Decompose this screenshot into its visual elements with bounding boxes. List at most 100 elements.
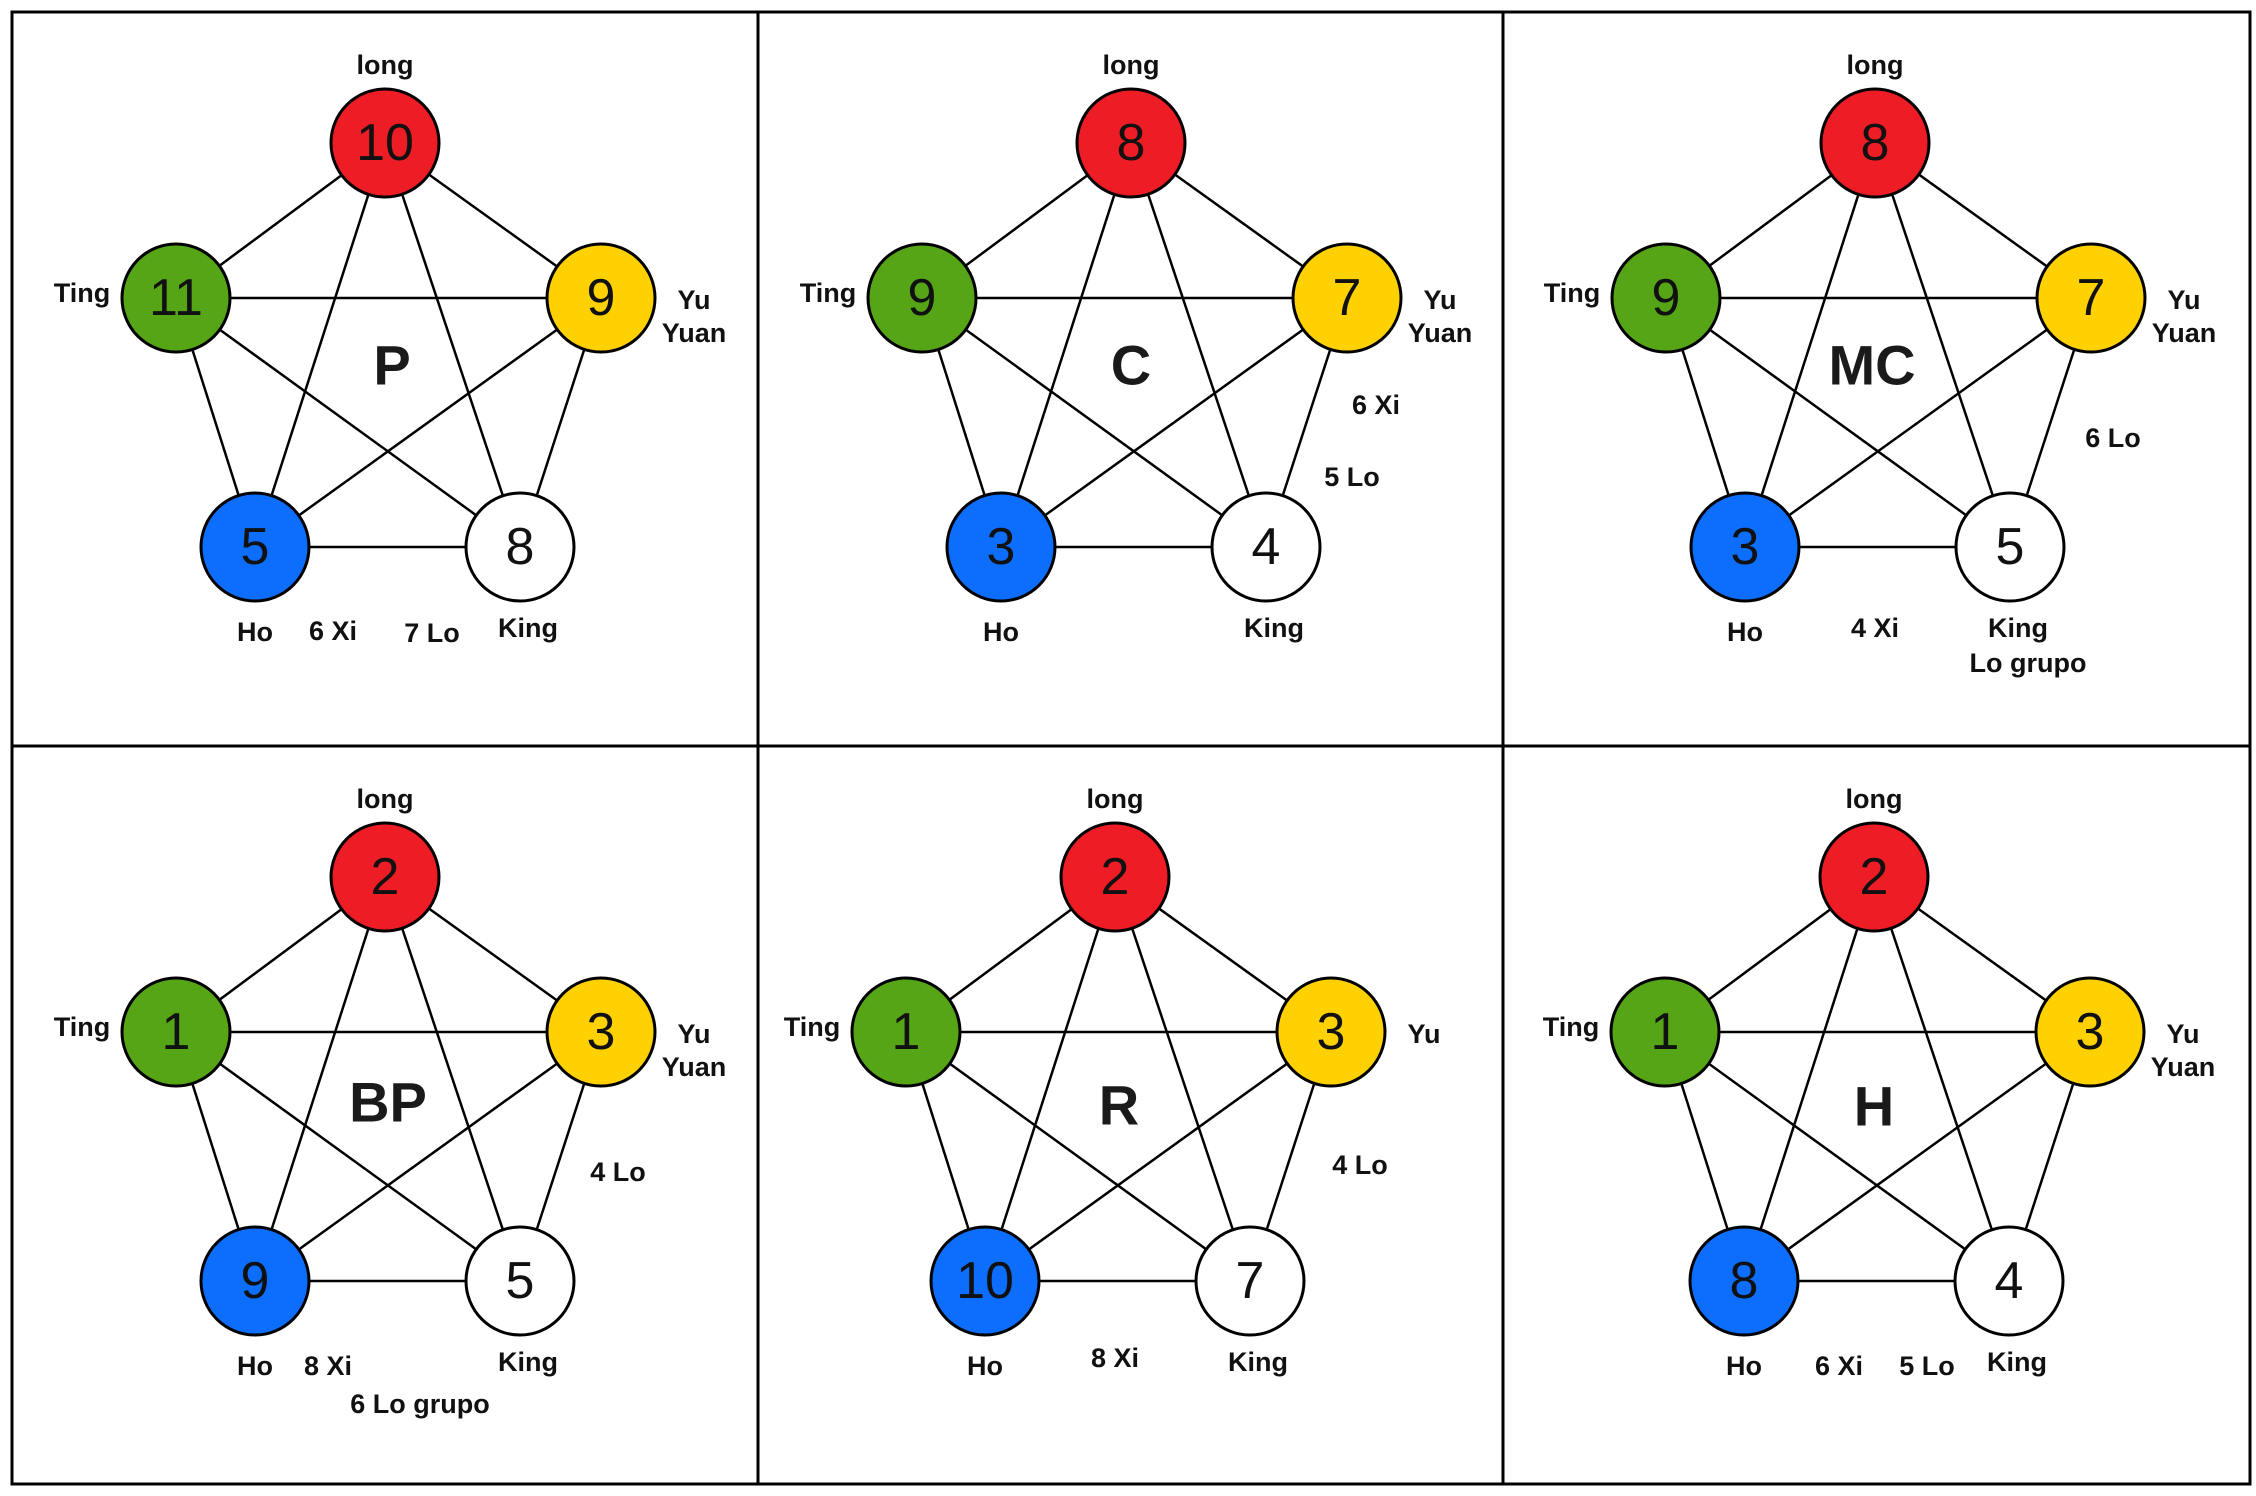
annotation-3: 6 Lo grupo bbox=[350, 1389, 489, 1419]
annotation-1: 6 Xi bbox=[1352, 390, 1400, 420]
node-bottom-right-value: 4 bbox=[1995, 1252, 2024, 1310]
label-bottom-right: King bbox=[1988, 613, 2048, 643]
label-left: Ting bbox=[800, 278, 857, 308]
label-bottom-left: Ho bbox=[1727, 617, 1763, 647]
node-bottom-left-value: 3 bbox=[1731, 518, 1760, 576]
node-right: 3 bbox=[1275, 976, 1387, 1088]
node-top: 10 bbox=[329, 87, 441, 199]
node-right-value: 7 bbox=[2077, 269, 2106, 327]
label-top: long bbox=[1103, 50, 1160, 80]
node-right-value: 9 bbox=[587, 269, 616, 327]
node-top-value: 2 bbox=[1860, 848, 1889, 906]
label-top: long bbox=[357, 784, 414, 814]
label-top: long bbox=[1087, 784, 1144, 814]
node-left: 11 bbox=[120, 242, 232, 354]
annotation-2: 5 Lo bbox=[1899, 1351, 1955, 1381]
label-bottom-right: King bbox=[1244, 613, 1304, 643]
annotation-3: Lo grupo bbox=[1970, 648, 2087, 678]
node-left: 1 bbox=[120, 976, 232, 1088]
node-bottom-right-value: 8 bbox=[506, 518, 535, 576]
node-bottom-right: 4 bbox=[1210, 491, 1322, 603]
node-left-value: 9 bbox=[1652, 269, 1681, 327]
label-bottom-left: Ho bbox=[983, 617, 1019, 647]
label-right-2: Yuan bbox=[662, 1052, 727, 1082]
node-top-value: 10 bbox=[356, 114, 414, 172]
label-right-1: Yu bbox=[677, 1019, 710, 1049]
label-right-1: Yu bbox=[1407, 1019, 1440, 1049]
node-bottom-left-value: 3 bbox=[987, 518, 1016, 576]
node-left-value: 1 bbox=[162, 1003, 191, 1061]
node-top: 2 bbox=[329, 821, 441, 933]
label-bottom-left: Ho bbox=[237, 617, 273, 647]
label-left: Ting bbox=[1543, 1012, 1600, 1042]
node-bottom-left-value: 8 bbox=[1730, 1252, 1759, 1310]
label-right-1: Yu bbox=[677, 285, 710, 315]
node-top: 2 bbox=[1818, 821, 1930, 933]
label-bottom-right: King bbox=[498, 613, 558, 643]
label-left: Ting bbox=[784, 1012, 841, 1042]
annotation-1: 6 Lo bbox=[2085, 423, 2141, 453]
node-bottom-right-value: 7 bbox=[1236, 1252, 1265, 1310]
node-bottom-right: 7 bbox=[1194, 1225, 1306, 1337]
panel-h: 2 1 3 8 4 H long Ting Yu Yuan Ho King 6 … bbox=[1543, 784, 2216, 1381]
center-label: R bbox=[1099, 1074, 1139, 1137]
node-left: 1 bbox=[1609, 976, 1721, 1088]
node-left-value: 1 bbox=[892, 1003, 921, 1061]
label-top: long bbox=[1847, 50, 1904, 80]
annotation-1: 6 Xi bbox=[309, 616, 357, 646]
center-label: H bbox=[1854, 1075, 1894, 1138]
panel-r: 2 1 3 10 7 R long Ting Yu Ho King 4 Lo 8… bbox=[784, 784, 1441, 1381]
annotation-2: 5 Lo bbox=[1324, 462, 1380, 492]
node-bottom-left-value: 5 bbox=[241, 518, 270, 576]
node-right-value: 3 bbox=[1317, 1003, 1346, 1061]
center-label: BP bbox=[349, 1071, 427, 1134]
node-right: 9 bbox=[545, 242, 657, 354]
node-bottom-right: 5 bbox=[464, 1225, 576, 1337]
label-bottom-left: Ho bbox=[967, 1351, 1003, 1381]
label-right-1: Yu bbox=[2167, 285, 2200, 315]
node-left: 9 bbox=[1610, 242, 1722, 354]
node-bottom-left: 3 bbox=[1689, 491, 1801, 603]
node-top: 8 bbox=[1819, 87, 1931, 199]
center-label: MC bbox=[1828, 334, 1915, 397]
panel-p: 10 11 9 5 8 P long Ting Yu Yuan Ho King … bbox=[54, 50, 727, 648]
label-bottom-left: Ho bbox=[1726, 1351, 1762, 1381]
label-bottom-right: King bbox=[1228, 1347, 1288, 1377]
panel-mc: 8 9 7 3 5 MC long Ting Yu Yuan Ho King 6… bbox=[1544, 50, 2217, 678]
label-bottom-right: King bbox=[1987, 1347, 2047, 1377]
node-bottom-right-value: 5 bbox=[1996, 518, 2025, 576]
node-left-value: 11 bbox=[149, 269, 203, 327]
node-bottom-right: 8 bbox=[464, 491, 576, 603]
node-top-value: 8 bbox=[1861, 114, 1890, 172]
label-right-1: Yu bbox=[2166, 1019, 2199, 1049]
node-top-value: 2 bbox=[371, 848, 400, 906]
label-right-2: Yuan bbox=[662, 318, 727, 348]
node-bottom-right-value: 5 bbox=[506, 1252, 535, 1310]
label-bottom-right: King bbox=[498, 1347, 558, 1377]
node-bottom-left-value: 10 bbox=[956, 1252, 1014, 1310]
node-bottom-right: 4 bbox=[1953, 1225, 2065, 1337]
node-left: 1 bbox=[850, 976, 962, 1088]
label-top: long bbox=[1846, 784, 1903, 814]
label-right-2: Yuan bbox=[2152, 318, 2217, 348]
annotation-1: 4 Lo bbox=[1332, 1150, 1388, 1180]
node-left-value: 1 bbox=[1651, 1003, 1680, 1061]
node-bottom-left: 9 bbox=[199, 1225, 311, 1337]
node-right: 7 bbox=[2035, 242, 2147, 354]
node-top-value: 8 bbox=[1117, 114, 1146, 172]
node-right-value: 7 bbox=[1333, 269, 1362, 327]
node-right-value: 3 bbox=[587, 1003, 616, 1061]
label-bottom-left: Ho bbox=[237, 1351, 273, 1381]
label-left: Ting bbox=[1544, 278, 1601, 308]
node-bottom-left: 8 bbox=[1688, 1225, 1800, 1337]
node-bottom-left: 3 bbox=[945, 491, 1057, 603]
node-top: 8 bbox=[1075, 87, 1187, 199]
label-left: Ting bbox=[54, 1012, 111, 1042]
label-right-1: Yu bbox=[1423, 285, 1456, 315]
label-right-2: Yuan bbox=[2151, 1052, 2216, 1082]
label-left: Ting bbox=[54, 278, 111, 308]
node-right-value: 3 bbox=[2076, 1003, 2105, 1061]
annotation-1: 4 Lo bbox=[590, 1157, 646, 1187]
annotation-2: 8 Xi bbox=[304, 1351, 352, 1381]
